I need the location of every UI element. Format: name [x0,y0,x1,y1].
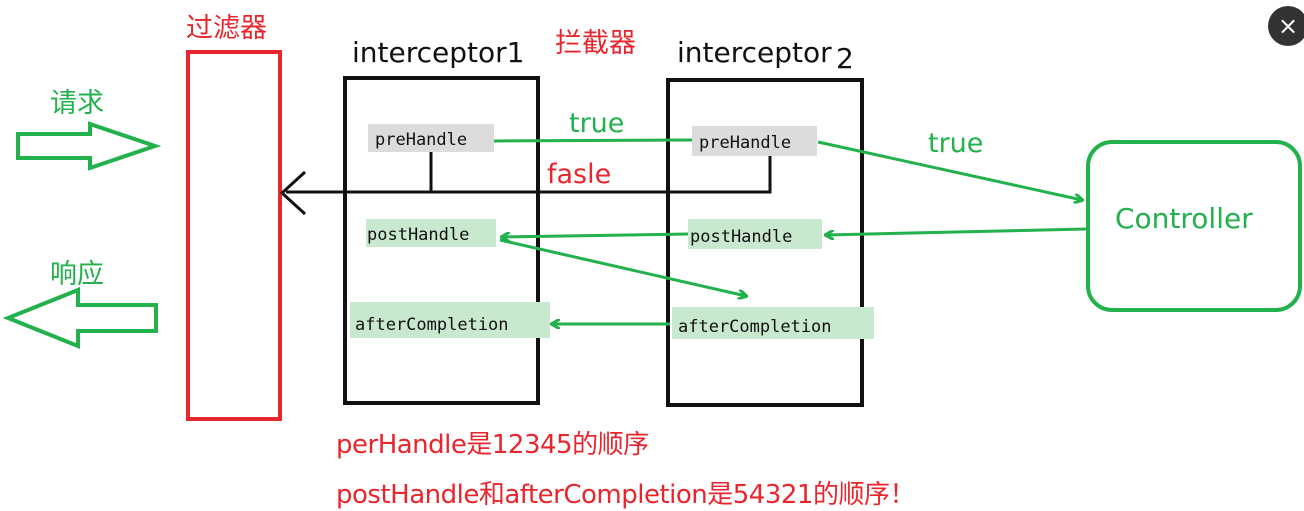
i2-posthandle-label: postHandle [690,227,792,247]
filter-box [186,50,282,421]
note-line-1: perHandle是12345的顺序 [336,430,649,460]
i1-posthandle-label: postHandle [367,225,469,245]
controller-to-i2-post-arrow [826,227,1087,235]
response-label: 响应 [50,259,104,290]
interceptor2-title: interceptor [677,36,832,69]
response-arrow [2,287,158,349]
interceptor1-box [343,76,540,405]
i2-prehandle-highlight [692,126,817,156]
controller-label: Controller [1115,202,1253,235]
request-label: 请求 [50,88,104,119]
false-return-path [286,152,772,194]
i2-posthandle-highlight [688,219,822,249]
i1-pre-to-i2-pre-line [493,138,693,143]
i1-posthandle-highlight [366,219,496,247]
i2-prehandle-label: preHandle [699,133,791,153]
interceptor2-number: 2 [836,42,854,75]
i1-aftercompletion-label: afterCompletion [355,315,509,335]
false-return-arrowhead [279,170,307,216]
close-icon[interactable]: × [1268,6,1304,46]
interceptor2-box [666,78,864,407]
i2-pre-to-controller-arrow [817,140,1082,200]
i2-aftercompletion-highlight [672,307,874,339]
false-label: fasle [547,159,611,190]
request-arrow [16,121,162,171]
interceptor1-title: interceptor1 [352,36,524,69]
true-label-1: true [569,108,624,139]
i1-aftercompletion-highlight [350,302,550,338]
filter-label: 过滤器 [186,13,267,44]
i1-prehandle-highlight [368,124,494,152]
interceptor-group-label: 拦截器 [555,28,636,59]
controller-box [1086,140,1302,312]
i1-post-to-i2-after-arrow [499,238,746,296]
i2-post-to-i1-post-arrow [502,234,689,237]
true-label-2: true [928,128,983,159]
i1-prehandle-label: preHandle [375,130,467,150]
i2-aftercompletion-label: afterCompletion [678,317,832,337]
note-line-2: postHandle和afterCompletion是54321的顺序！ [336,480,915,510]
